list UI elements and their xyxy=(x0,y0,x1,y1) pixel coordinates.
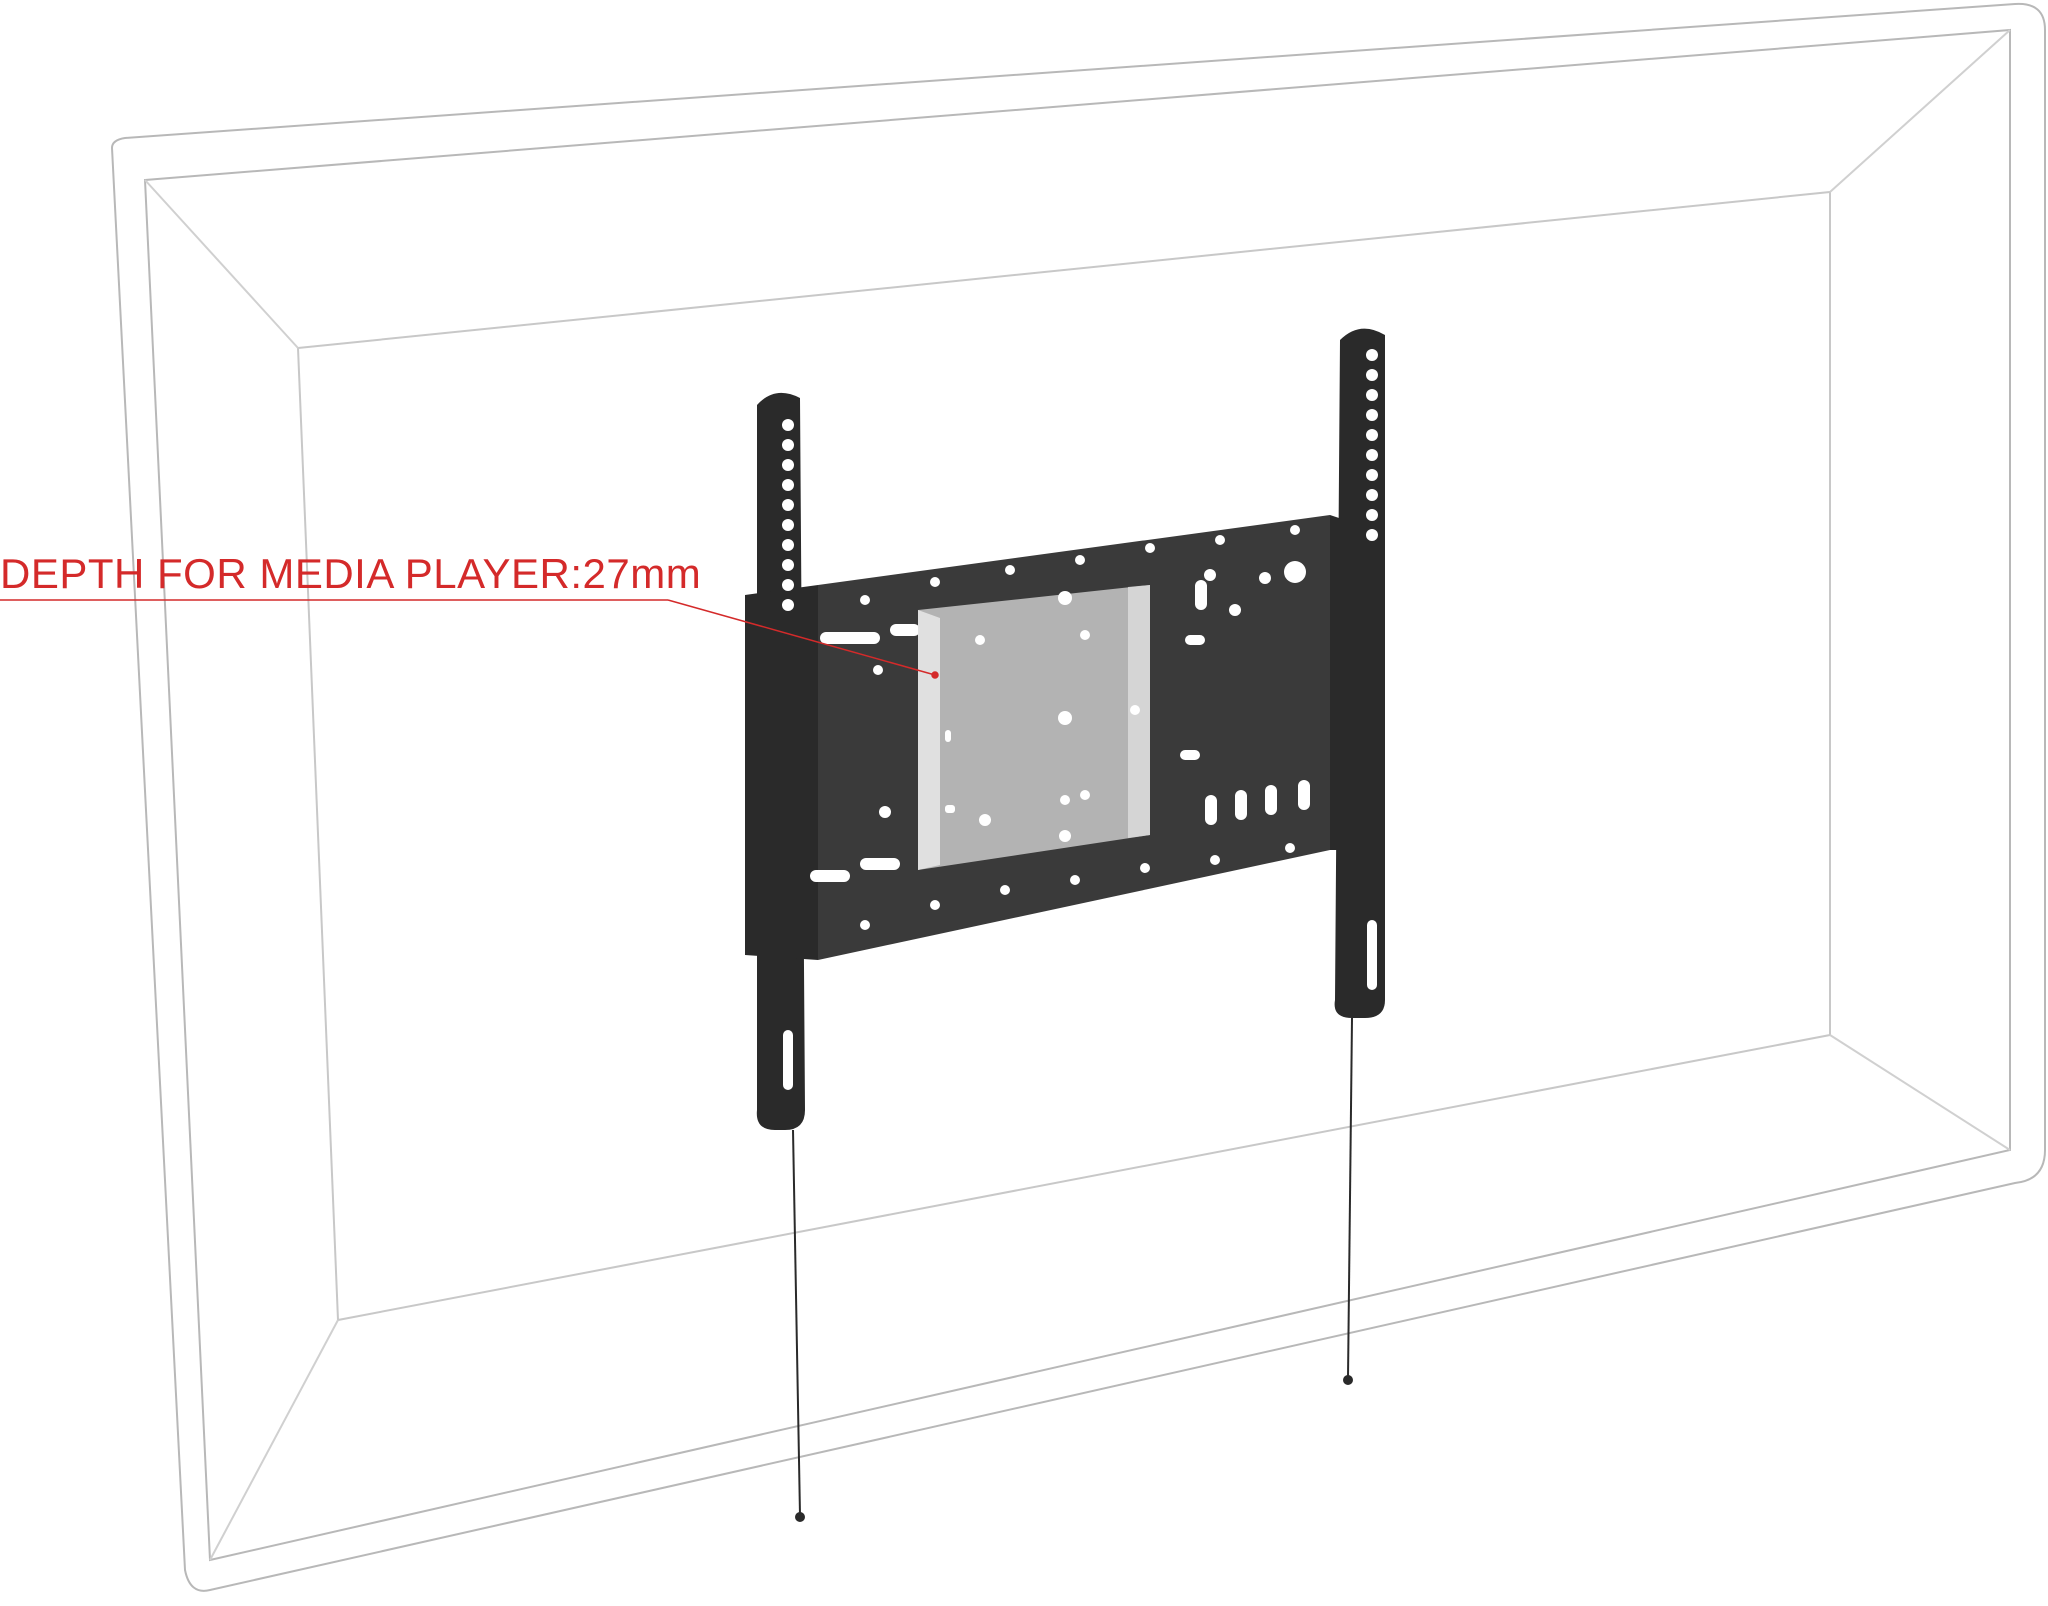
media-player-box-icon xyxy=(918,585,1150,870)
tv-outline-icon xyxy=(110,2,2046,1592)
callout-leader-line xyxy=(0,599,939,679)
hanging-wire-icon xyxy=(792,1017,1353,1522)
callout-label: DEPTH FOR MEDIA PLAYER:27mm xyxy=(0,550,701,597)
